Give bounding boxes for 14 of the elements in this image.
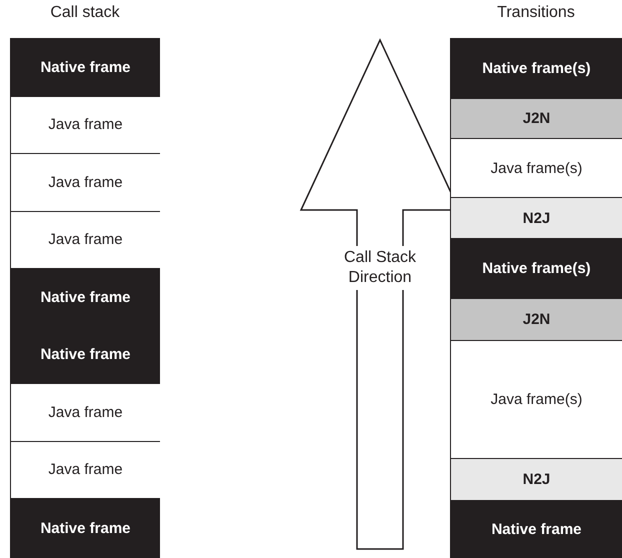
native-frame-block: Native frame (11, 38, 160, 96)
transition-block: J2N (451, 298, 622, 340)
native-frame-block: Native frame(s) (451, 238, 622, 298)
transition-block: N2J (451, 458, 622, 500)
transition-block: N2J (451, 197, 622, 238)
native-frame-block: Native frame (11, 326, 160, 383)
native-frame-block: Native frame (11, 268, 160, 326)
transition-block: J2N (451, 98, 622, 138)
native-frame-block: Native frame (451, 500, 622, 558)
column-heading: Transitions (496, 4, 576, 22)
native-frame-block: Native frame (11, 498, 160, 558)
java-frame-block: Java frame(s) (451, 138, 622, 197)
native-frame-block: Native frame(s) (451, 38, 622, 98)
column-heading: Call stack (49, 4, 121, 22)
